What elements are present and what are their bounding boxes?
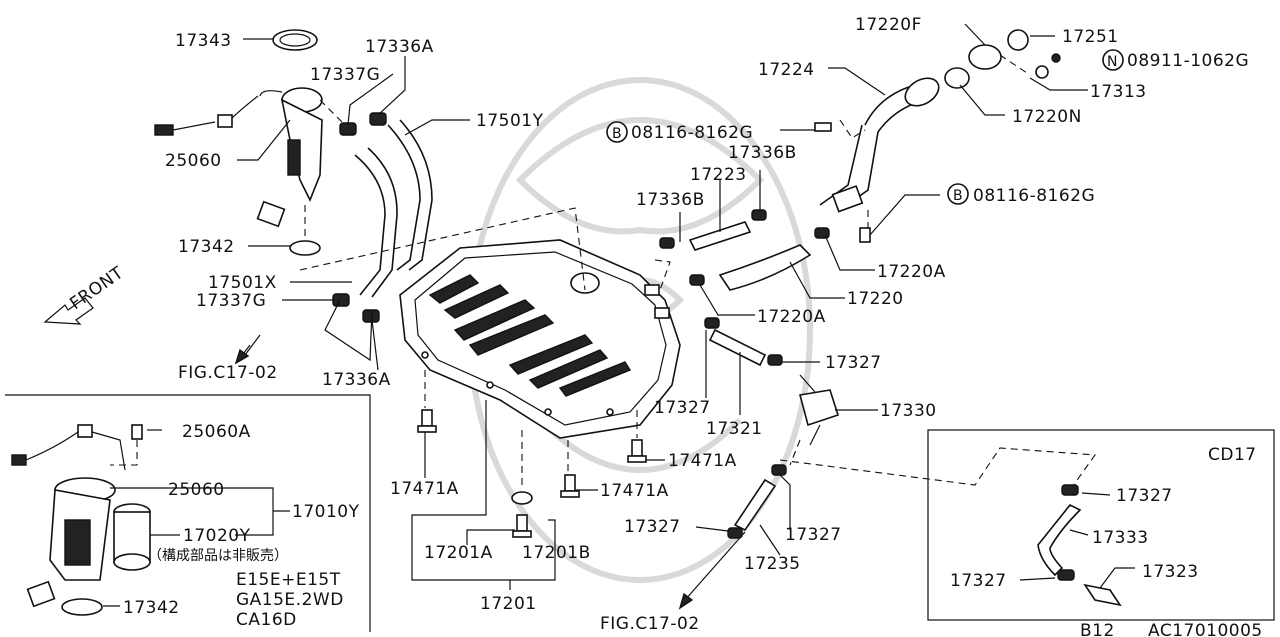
label-25060-main: 25060 — [165, 151, 222, 171]
label-diagram-code: AC17010005 — [1148, 621, 1263, 637]
fuel-tank — [399, 239, 681, 439]
label-17343: 17343 — [175, 31, 232, 51]
direction-arrows — [43, 297, 694, 610]
label-17327-b: 17327 — [654, 398, 711, 418]
evap-line-parts — [704, 317, 840, 539]
badge-b-circle-top: B — [606, 121, 628, 143]
label-17201a: 17201A — [424, 543, 493, 563]
badge-b-text-bottom: B — [953, 188, 963, 204]
label-front: FRONT — [66, 263, 127, 314]
label-17327-a: 17327 — [825, 353, 882, 373]
label-17330: 17330 — [880, 401, 937, 421]
badge-b-circle-bottom: B — [947, 183, 969, 205]
label-17321: 17321 — [706, 419, 763, 439]
label-17020y: 17020Y — [183, 526, 251, 546]
inset-cd17-box — [927, 429, 1275, 621]
inset-fuel-pump-box — [5, 394, 371, 632]
label-08116-8162g-top: 08116-8162G — [631, 123, 753, 143]
leader-lines — [237, 23, 1097, 601]
hoses-17501 — [299, 99, 586, 323]
label-25060a: 25060A — [182, 422, 251, 442]
label-b12: B12 — [1080, 621, 1115, 637]
label-17501x: 17501X — [208, 273, 277, 293]
label-17342-main: 17342 — [178, 237, 235, 257]
filler-neck-assembly — [814, 29, 1061, 243]
label-17336b-left: 17336B — [636, 190, 705, 210]
badge-b-text-top: B — [612, 126, 622, 142]
label-cd17: CD17 — [1208, 445, 1257, 465]
label-17333: 17333 — [1092, 528, 1149, 548]
label-17471a-2: 17471A — [668, 451, 737, 471]
badge-n-circle: N — [1102, 49, 1124, 71]
label-17220a-right: 17220A — [877, 262, 946, 282]
label-17327-f: 17327 — [950, 571, 1007, 591]
label-17220n: 17220N — [1012, 107, 1082, 127]
label-17235: 17235 — [744, 554, 801, 574]
badge-n-text: N — [1107, 54, 1117, 70]
label-engine-ga15e-2wd: GA15E.2WD — [236, 590, 344, 610]
label-17220a-center: 17220A — [757, 307, 826, 327]
label-engine-e15e-e15t: E15E+E15T — [236, 570, 341, 590]
label-17336a-bottom: 17336A — [322, 370, 391, 390]
label-17471a-3: 17471A — [600, 481, 669, 501]
label-17501y: 17501Y — [476, 111, 544, 131]
label-17251: 17251 — [1062, 27, 1119, 47]
label-17323: 17323 — [1142, 562, 1199, 582]
label-17327-e: 17327 — [1116, 486, 1173, 506]
label-17201b: 17201B — [522, 543, 591, 563]
label-17201: 17201 — [480, 594, 537, 614]
label-engine-ca16d: CA16D — [236, 610, 297, 630]
mounting-bolts — [417, 370, 647, 538]
label-25060-inset: 25060 — [168, 480, 225, 500]
label-17220: 17220 — [847, 289, 904, 309]
label-17224: 17224 — [758, 60, 815, 80]
label-not-sold-note: （構成部品は非販売） — [148, 548, 288, 564]
label-08911-1062g: 08911-1062G — [1127, 51, 1249, 71]
label-17010y: 17010Y — [292, 502, 360, 522]
label-17313: 17313 — [1090, 82, 1147, 102]
fuel-pump-sender-assembly — [154, 29, 323, 256]
label-17342-inset: 17342 — [123, 598, 180, 618]
label-17223: 17223 — [690, 165, 747, 185]
label-17337g-bottom: 17337G — [196, 291, 266, 311]
label-17337g-top: 17337G — [310, 65, 380, 85]
label-17336a-top: 17336A — [365, 37, 434, 57]
label-fig-c17-02-bottom: FIG.C17-02 — [600, 614, 700, 634]
label-08116-8162g-bottom: 08116-8162G — [973, 186, 1095, 206]
label-fig-c17-02-left: FIG.C17-02 — [178, 363, 278, 383]
label-17471a-1: 17471A — [390, 479, 459, 499]
label-17327-d: 17327 — [785, 525, 842, 545]
hoses-17223-17220 — [654, 209, 830, 291]
label-17327-c: 17327 — [624, 517, 681, 537]
label-17336b-right: 17336B — [728, 143, 797, 163]
label-17220f: 17220F — [855, 15, 922, 35]
